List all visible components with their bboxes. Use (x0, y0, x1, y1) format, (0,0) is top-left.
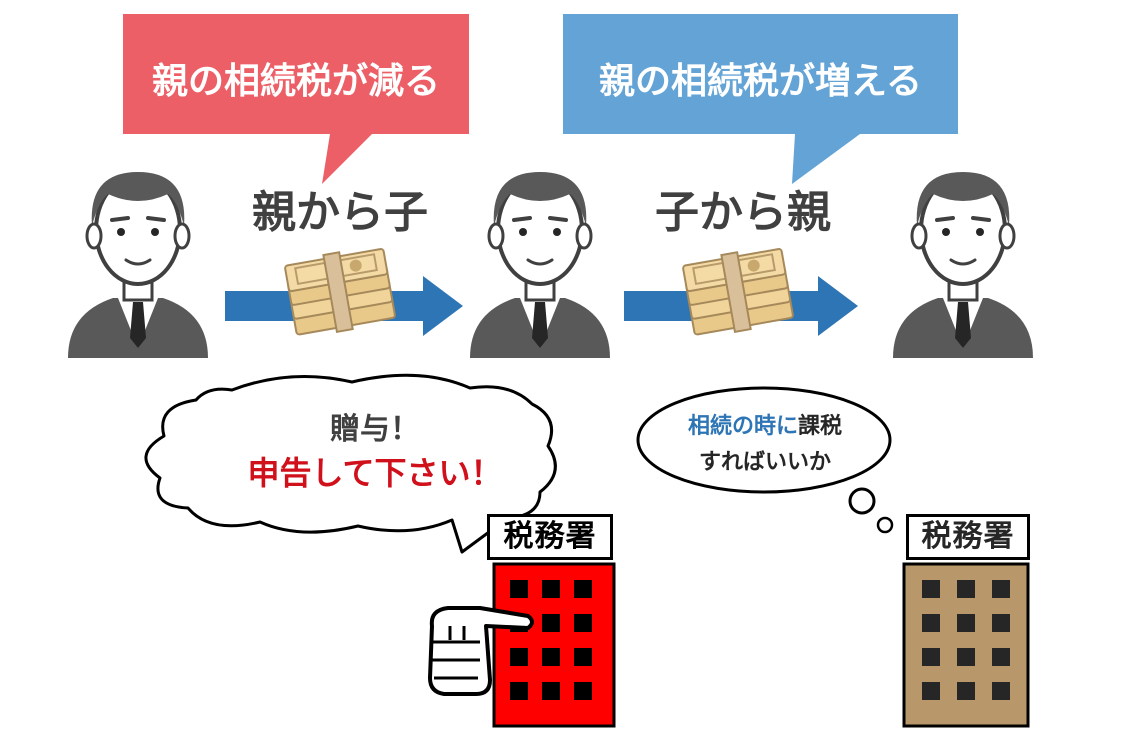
speech-line-gift: 贈与！ (330, 412, 420, 447)
thought-line-1-black: 課税 (798, 414, 843, 439)
parent-person-right (891, 170, 1035, 360)
speech-line-declare: 申告して下さい！ (247, 454, 503, 492)
flow-label-parent-to-child: 親から子 (252, 187, 428, 238)
thought-bubble-shape (636, 386, 894, 534)
thought-bubble: 相続の時に課税 すればいいか (660, 408, 870, 478)
tax-office-left (428, 562, 616, 728)
money-stack-left (283, 243, 398, 340)
tax-office-right-sign: 税務署 (906, 514, 1030, 560)
flow-label-child-to-parent: 子から親 (655, 187, 831, 238)
callout-left-shape (123, 14, 469, 184)
thought-line-2: すればいいか (698, 450, 831, 475)
parent-person-left (66, 170, 210, 360)
thought-line-1-blue: 相続の時に (687, 414, 798, 439)
callout-shapes (123, 14, 958, 184)
speech-bubble: 贈与！ 申告して下さい！ (195, 398, 555, 498)
tax-office-right (902, 562, 1030, 728)
callout-right-shape (563, 14, 958, 184)
thought-line-1: 相続の時に課税 (660, 408, 870, 440)
child-person-center (468, 170, 612, 360)
pointing-hand-icon (428, 606, 534, 696)
callout-left-text: 親の相続税が減る (151, 61, 440, 102)
money-stack-right (681, 243, 796, 340)
speech-bubble-shape (144, 373, 557, 554)
tax-office-left-sign: 税務署 (487, 514, 613, 560)
callout-right-text: 親の相続税が増える (599, 61, 922, 102)
flow-diagram (66, 170, 1035, 360)
